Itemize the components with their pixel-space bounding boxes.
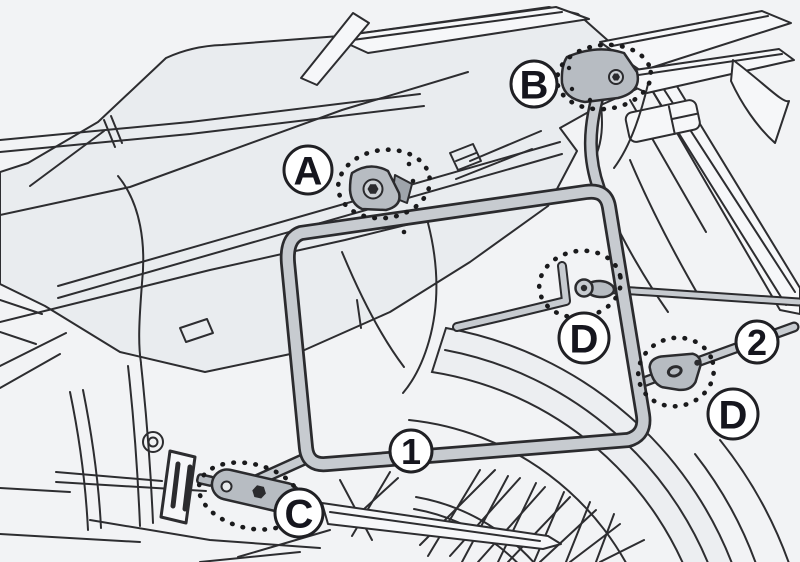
frame-bolt bbox=[142, 431, 164, 453]
callout-b-label: B bbox=[520, 63, 549, 107]
grab-slot bbox=[300, 12, 370, 86]
callout-d-upper: D bbox=[557, 311, 611, 365]
callout-c-label: C bbox=[285, 492, 314, 536]
mounting-brackets bbox=[195, 48, 702, 515]
hex-bolt bbox=[612, 73, 620, 81]
callout-d-lower-label: D bbox=[719, 393, 748, 437]
dotted-ring-a bbox=[335, 147, 433, 221]
rack-slat bbox=[332, 6, 590, 54]
dotted-ring-b bbox=[554, 42, 654, 112]
bracket-d-upper bbox=[574, 278, 616, 299]
tail-fin bbox=[730, 59, 790, 144]
callout-b: B bbox=[509, 59, 559, 109]
subframe bbox=[0, 318, 214, 531]
callout-d-upper-label: D bbox=[570, 317, 599, 361]
taillight bbox=[624, 99, 701, 143]
tire-arc bbox=[408, 419, 627, 562]
motorcycle-bodywork bbox=[0, 6, 800, 531]
dotted-ring-d-upper bbox=[536, 248, 624, 320]
tire-arc bbox=[694, 453, 757, 562]
callout-1: 1 bbox=[388, 428, 434, 474]
callout-1-label: 1 bbox=[401, 431, 421, 472]
callout-2-label: 2 bbox=[747, 322, 767, 363]
tire-arc bbox=[719, 439, 790, 562]
callout-c: C bbox=[273, 487, 325, 539]
hex-bolt bbox=[367, 184, 379, 194]
bracket-d-lower bbox=[648, 352, 702, 392]
rim-arc bbox=[413, 508, 518, 562]
callout-a: A bbox=[282, 144, 334, 196]
rear-fender bbox=[430, 326, 733, 562]
callouts: A B C D D 1 2 bbox=[273, 59, 780, 539]
bracket-b bbox=[560, 48, 640, 104]
hex-bolt bbox=[252, 485, 266, 499]
rear-wheel bbox=[0, 326, 790, 562]
swingarm bbox=[321, 502, 562, 550]
bracket-a bbox=[348, 165, 413, 212]
callout-2: 2 bbox=[734, 319, 780, 365]
callout-a-label: A bbox=[294, 149, 323, 193]
callout-d-lower: D bbox=[706, 387, 760, 441]
dotted-ring-d-lower bbox=[635, 335, 717, 409]
